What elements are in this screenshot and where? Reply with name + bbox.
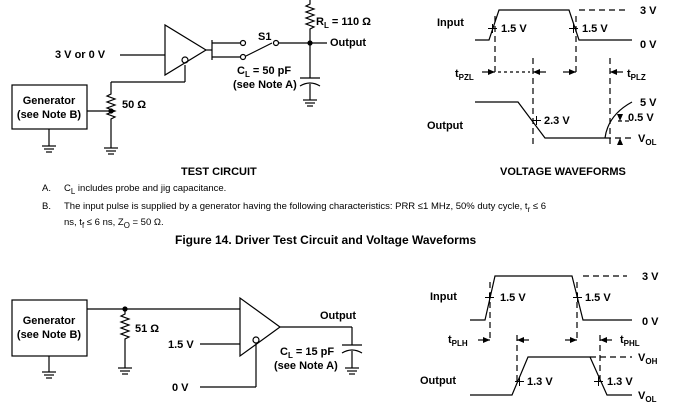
- fig14-v-5v: 5 V: [640, 97, 657, 109]
- fig14-tpzl-label: tPZL: [455, 68, 474, 82]
- fig15-tphl-label: tPHL: [620, 334, 640, 348]
- note-a: A.CL includes probe and jig capacitance.: [42, 183, 227, 196]
- fig14-rl-label: RL = 110 Ω: [316, 16, 371, 30]
- fig14-resistor-label: 50 Ω: [122, 99, 146, 111]
- fig15-resistor-51: [119, 309, 131, 368]
- fig14-tplz-label: tPLZ: [627, 68, 646, 82]
- fig15-generator-box: [11, 299, 88, 357]
- fig14-v-05v: 0.5 V: [628, 112, 654, 124]
- fig15-v-0v: 0 V: [642, 316, 659, 328]
- fig15-threshold-rise: 1.5 V: [500, 292, 526, 304]
- fig15-cl-note: (see Note A): [274, 360, 338, 372]
- fig14-circuit-title: TEST CIRCUIT: [181, 166, 257, 178]
- fig14-v-0v: 0 V: [640, 39, 657, 51]
- fig15-v-oh: VOH: [638, 352, 658, 366]
- fig14-resistor-rl: [304, 0, 316, 43]
- fig14-waveform-title: VOLTAGE WAVEFORMS: [500, 166, 626, 178]
- fig14-wf-input-label: Input: [437, 17, 464, 29]
- fig15-generator-line1: Generator: [23, 315, 76, 327]
- fig15-wf-input-label: Input: [430, 291, 457, 303]
- fig14-generator-box: [11, 84, 88, 130]
- fig14-circuit: [11, 0, 327, 155]
- fig14-output-waveform: [475, 101, 605, 139]
- fig15-threshold-out-rise: 1.3 V: [527, 376, 553, 388]
- fig14-resistor-50: [105, 91, 117, 125]
- fig15-v-ol: VOL: [638, 390, 657, 404]
- fig15-output-waveform: [470, 356, 632, 396]
- fig14-switch-s1: [245, 42, 273, 57]
- fig14-threshold-fall: 1.5 V: [582, 23, 608, 35]
- fig15-circuit: [11, 296, 363, 388]
- fig15-cl-label: CL = 15 pF: [280, 346, 334, 360]
- fig15-tplh-label: tPLH: [448, 334, 468, 348]
- fig15-input-waveform: [470, 275, 632, 321]
- note-b: B.The input pulse is supplied by a gener…: [42, 201, 546, 230]
- fig14-cl-label: CL = 50 pF: [237, 65, 291, 79]
- fig15-wf-output-label: Output: [420, 375, 456, 387]
- fig15-output-label: Output: [320, 310, 356, 322]
- fig14-cl-note: (see Note A): [233, 79, 297, 91]
- fig15-v-3v: 3 V: [642, 271, 659, 283]
- fig14-input-waveform: [475, 9, 632, 41]
- fig14-generator-line2: (see Note B): [17, 109, 82, 121]
- fig14-threshold-rise: 1.5 V: [501, 23, 527, 35]
- fig14-s1-label: S1: [258, 31, 271, 43]
- fig15-threshold-fall: 1.5 V: [585, 292, 611, 304]
- fig14-output-label: Output: [330, 37, 366, 49]
- fig15-threshold-out-fall: 1.3 V: [607, 376, 633, 388]
- fig15-generator-line2: (see Note B): [17, 329, 82, 341]
- fig15-receiver-buffer: [239, 296, 282, 358]
- fig14-v-ol: VOL: [638, 133, 657, 147]
- fig15-resistor-label: 51 Ω: [135, 323, 159, 335]
- fig14-wf-output-label: Output: [427, 120, 463, 132]
- fig14-v-3v: 3 V: [640, 5, 657, 17]
- fig14-generator-line1: Generator: [23, 95, 76, 107]
- fig14-threshold-23: 2.3 V: [544, 115, 570, 127]
- note-b-label: B.: [42, 201, 51, 212]
- note-a-label: A.: [42, 183, 51, 194]
- fig15-v-0: 0 V: [172, 382, 189, 394]
- fig15-waveforms: [470, 275, 632, 396]
- figure-caption: Figure 14. Driver Test Circuit and Volta…: [175, 233, 477, 247]
- fig14-input-label: 3 V or 0 V: [55, 49, 106, 61]
- fig15-v-15: 1.5 V: [168, 339, 194, 351]
